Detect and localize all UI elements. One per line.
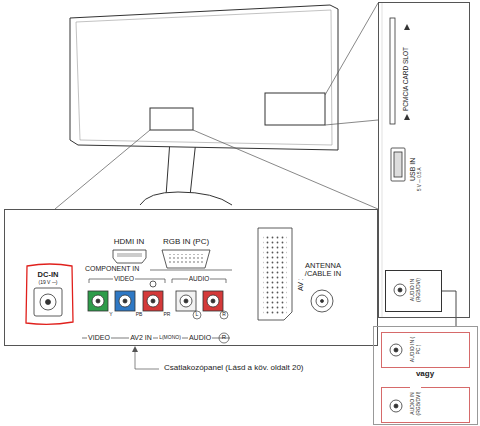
connector-panel: HDMI IN RGB IN (PC) COMPONENT IN VIDEO AUDIO…: [4, 209, 378, 346]
node-label: AUDIO IN (RGB/DVI): [410, 386, 421, 421]
jack-red: [143, 291, 163, 311]
card-slot: [390, 18, 395, 124]
leader-connector: [442, 291, 456, 326]
scart-port: [258, 228, 292, 320]
jack-blue: [115, 291, 135, 311]
node-label: L(MONO): [158, 335, 182, 341]
node-label: R: [221, 312, 227, 318]
node-label: PB: [135, 312, 144, 318]
node-label: AUDIO: [188, 275, 211, 282]
dc-jack: [34, 288, 62, 316]
node-label: AV2 IN: [129, 334, 153, 342]
side-panel: PCMCIA CARD SLOT USB IN5 V ⎓ 0.5 A AUDIO I…: [378, 2, 470, 318]
node-label: RGB IN (PC): [162, 238, 210, 247]
node-label: ANTENNA /CABLE IN: [294, 262, 352, 279]
node-label: (19 V ⎓): [37, 280, 58, 286]
node-label: HDMI IN: [113, 238, 146, 247]
node-label: L: [195, 312, 200, 318]
stand-neck: [166, 140, 196, 196]
node-label: AUDIO IN (RGB/DVI): [410, 272, 421, 308]
monitor-back: [70, 5, 338, 150]
node-label: VIDEO: [113, 275, 135, 282]
rear-panel-area: [150, 108, 193, 130]
stand-base: [140, 192, 232, 205]
node-label: DC-IN: [37, 271, 60, 279]
node-label: 5 V ⎓ 0.5 A: [418, 166, 423, 192]
audio-jack-box: AUDIO IN (RGB/DVI): [381, 387, 470, 423]
audio-jack-box: AUDIO IN ( PC ): [381, 332, 470, 368]
jack-green: [88, 291, 108, 311]
vga-port: [162, 250, 210, 268]
node-label: Y: [108, 312, 113, 318]
jack-white: [176, 291, 196, 311]
node-label: VIDEO: [87, 334, 111, 342]
node-label: USB IN: [409, 157, 417, 182]
hdmi-port: [113, 250, 146, 263]
node-label: PR: [163, 312, 172, 318]
node-label: AUDIO: [188, 334, 212, 342]
highlight-mark: [26, 264, 73, 324]
jack-red: [203, 291, 223, 311]
antenna-socket: [311, 290, 333, 312]
side-panel-area: [265, 93, 325, 125]
audio-jack-box: AUDIO IN (RGB/DVI): [385, 270, 442, 312]
alternative-box: vagy AUDIO IN ( PC ) AUDIO IN (RGB/DVI): [373, 326, 478, 425]
node-label: PCMCIA CARD SLOT: [402, 46, 409, 112]
callout-label: Csatlakozópanel (Lásd a köv. oldalt 20): [163, 364, 305, 373]
node-label: COMPONENT IN: [84, 265, 140, 273]
node-label: AUDIO IN ( PC ): [410, 333, 421, 366]
node-label: vagy: [415, 370, 435, 379]
node-label: R: [221, 334, 227, 341]
usb-port: [391, 148, 405, 181]
